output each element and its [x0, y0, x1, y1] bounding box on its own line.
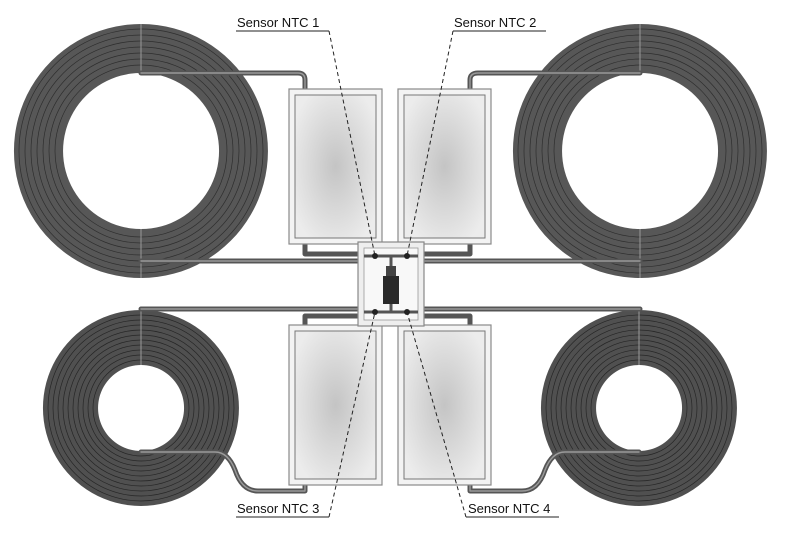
- panel-top-right: [397, 88, 492, 245]
- coil-bottom-left: [42, 310, 239, 506]
- coil-bottom-right: [540, 310, 737, 506]
- sensor-leaders: [236, 30, 559, 518]
- label-sensor-ntc-2: Sensor NTC 2: [454, 15, 537, 30]
- leader-ntc1: [328, 30, 376, 257]
- coil-top-left: [13, 24, 268, 278]
- panel-bottom-right: [397, 324, 492, 486]
- central-pump-unit: [357, 241, 425, 327]
- coil-top-right: [512, 24, 767, 278]
- leader-ntc3: [328, 311, 376, 518]
- pipe-panel3-in: [302, 313, 363, 331]
- label-sensor-ntc-4: Sensor NTC 4: [468, 501, 551, 516]
- panel-top-left: [288, 88, 383, 245]
- pipe-panel4-in: [417, 313, 473, 331]
- label-sensor-ntc-3: Sensor NTC 3: [237, 501, 320, 516]
- leader-ntc2: [406, 30, 454, 257]
- panel-bottom-left: [288, 324, 383, 486]
- leader-ntc4: [406, 311, 467, 518]
- label-sensor-ntc-1: Sensor NTC 1: [237, 15, 320, 30]
